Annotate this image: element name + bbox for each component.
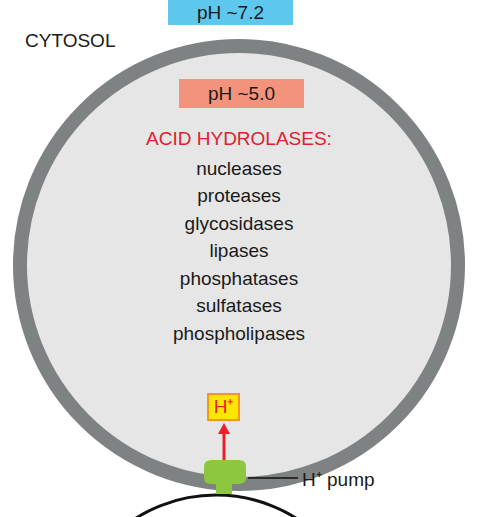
ph-box: pH ~7.2 [168,0,293,25]
text-list: ACID HYDROLASES:nucleasesproteasesglycos… [13,125,465,347]
enzyme-name: proteases [13,182,465,210]
compartment-label: CYTOSOL [25,30,115,52]
box-text: pH ~7.2 [168,0,293,25]
enzyme-name: sulfatases [13,292,465,320]
organelle-outline [66,495,366,517]
enzyme-name: phospholipases [13,320,465,348]
proton-box: H⁺ [207,393,240,421]
lysosome-circle: ACID HYDROLASES:nucleasesproteasesglycos… [13,39,465,491]
enzyme-name: lipases [13,237,465,265]
enzyme-name: phosphatases [13,265,465,293]
heading: ACID HYDROLASES: [13,125,465,153]
arrow-head [218,423,230,434]
enzyme-name: glycosidases [13,210,465,238]
proton-arrow [223,432,226,468]
membrane [20,46,458,484]
box-text: H⁺ [209,395,238,419]
box-text: pH ~5.0 [179,79,304,108]
pump-symbol [204,460,246,494]
ph-box: pH ~5.0 [179,79,304,108]
leader-line [248,477,298,479]
enzyme-name: nucleases [13,155,465,183]
